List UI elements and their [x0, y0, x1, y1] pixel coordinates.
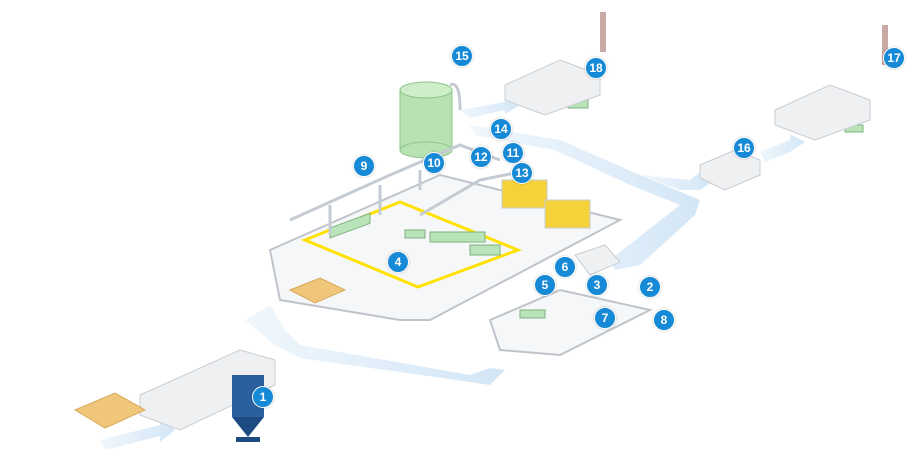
marker-2[interactable]: 2 — [639, 276, 661, 298]
silo — [399, 81, 453, 159]
marker-8[interactable]: 8 — [653, 309, 675, 331]
marker-18[interactable]: 18 — [585, 57, 607, 79]
marker-14[interactable]: 14 — [490, 118, 512, 140]
marker-17[interactable]: 17 — [883, 47, 905, 69]
marker-6[interactable]: 6 — [554, 256, 576, 278]
marker-16[interactable]: 16 — [733, 137, 755, 159]
storage-racks — [501, 179, 591, 229]
material-flow-arrows — [100, 96, 805, 450]
marker-7[interactable]: 7 — [594, 307, 616, 329]
marker-13[interactable]: 13 — [511, 162, 533, 184]
marker-9[interactable]: 9 — [353, 155, 375, 177]
marker-1[interactable]: 1 — [252, 386, 274, 408]
marker-3[interactable]: 3 — [586, 274, 608, 296]
timber-stack — [73, 277, 347, 429]
marker-11[interactable]: 11 — [502, 142, 524, 164]
marker-4[interactable]: 4 — [387, 251, 409, 273]
chimneys — [600, 12, 888, 65]
marker-12[interactable]: 12 — [470, 146, 492, 168]
buildings — [139, 59, 871, 431]
marker-10[interactable]: 10 — [423, 152, 445, 174]
marker-15[interactable]: 15 — [451, 45, 473, 67]
marker-5[interactable]: 5 — [534, 274, 556, 296]
dust-collector — [232, 375, 264, 442]
